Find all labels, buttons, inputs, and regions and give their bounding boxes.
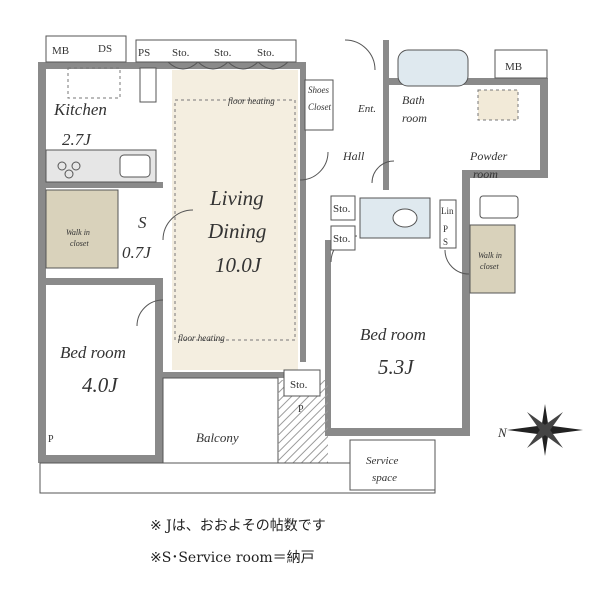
stove-burner-icon <box>57 161 67 171</box>
service-space-line1: Service <box>366 455 398 467</box>
living-size: 10.0J <box>215 253 263 277</box>
s-tag-lin: S <box>443 237 448 247</box>
ps-tag: PS <box>138 47 150 59</box>
bathtub-icon <box>397 49 469 87</box>
mb-tag-left: MB <box>52 45 69 57</box>
mb-tag-right: MB <box>505 61 522 73</box>
door-arc <box>371 160 395 184</box>
door-arc <box>444 249 470 275</box>
walkin-right-line1: Walk in <box>478 251 502 260</box>
hall-label: Hall <box>342 149 365 163</box>
powder-cabinet <box>477 89 519 121</box>
p-tag-lin: P <box>443 224 448 234</box>
living-label-line2: Dining <box>207 219 266 243</box>
storage-strip <box>135 39 297 63</box>
walkin-left-line1: Walk in <box>66 228 90 237</box>
bed2-size: 5.3J <box>378 355 415 379</box>
service-room-label: S <box>138 213 147 232</box>
p-tag-balcony: P <box>298 404 304 415</box>
sto-tag-3: Sto. <box>257 47 275 59</box>
service-room-size: 0.7J <box>122 243 152 262</box>
door-arc <box>299 151 329 181</box>
sto-balcony <box>283 369 321 397</box>
mb-box-right <box>494 49 548 79</box>
p-tag-bed1: P <box>48 434 54 445</box>
door-arc <box>136 299 164 327</box>
sto-tag-1: Sto. <box>172 47 190 59</box>
kitchen-label: Kitchen <box>53 100 107 119</box>
floor-heating-area <box>174 99 296 341</box>
walkin-closet-right <box>469 224 516 294</box>
washbasin-icon <box>479 195 519 219</box>
service-space-area <box>349 439 436 491</box>
toilet-icon <box>392 208 418 228</box>
walkin-right-line2: closet <box>480 262 499 271</box>
notes: ※ Jは、おおよその帖数です ※S･Service room＝納戸 <box>150 510 590 574</box>
bath-label-line2: room <box>402 111 427 125</box>
bed1-size: 4.0J <box>82 373 119 397</box>
compass-icon <box>507 404 583 456</box>
balcony-area <box>162 377 279 464</box>
entrance-label: Ent. <box>357 103 376 115</box>
living-label-line1: Living <box>209 186 264 210</box>
shoes-closet <box>304 79 334 131</box>
sto-tag-hall-b: Sto. <box>333 233 351 245</box>
compass-north-label: N <box>497 425 508 440</box>
note-line-1: ※ Jは、おおよその帖数です <box>150 518 326 534</box>
note-line-2: ※S･Service room＝納戸 <box>150 550 315 566</box>
bed1-label: Bed room <box>60 343 126 362</box>
sto-tag-hall-a: Sto. <box>333 203 351 215</box>
lin-ps-box <box>439 199 457 249</box>
bed2-label: Bed room <box>360 325 426 344</box>
walkin-left-line2: closet <box>70 239 89 248</box>
floor-heating-label-top: floor heating <box>228 96 275 106</box>
walls <box>38 40 548 463</box>
sto-small <box>139 67 157 103</box>
living-floor <box>172 70 298 370</box>
shoes-closet-line1: Shoes <box>308 85 329 95</box>
bath-label-line1: Bath <box>402 93 425 107</box>
mb-ds-box <box>45 35 127 63</box>
kitchen-cabinet <box>67 67 121 99</box>
sto-hall-a <box>330 195 356 221</box>
entrance-door-arc <box>344 39 376 71</box>
sto-tag-balcony: Sto. <box>290 379 308 391</box>
balcony-label: Balcony <box>196 430 239 445</box>
sink-icon <box>119 154 151 178</box>
walkin-closet-left <box>45 189 119 269</box>
sto-tag-2: Sto. <box>214 47 232 59</box>
lin-tag: Lin <box>441 206 454 216</box>
kitchen-size: 2.7J <box>62 130 92 149</box>
ds-tag: DS <box>98 43 112 55</box>
stove-burner-icon <box>71 161 81 171</box>
door-arc <box>162 209 194 241</box>
service-space-line2: space <box>372 472 397 484</box>
sto-hall-b <box>330 225 356 251</box>
shoes-closet-line2: Closet <box>308 102 332 112</box>
stove-burner-icon <box>64 169 74 179</box>
powder-label-line2: room <box>473 167 498 181</box>
floor-heating-label-bottom: floor heating <box>178 333 225 343</box>
powder-label-line1: Powder <box>469 149 508 163</box>
